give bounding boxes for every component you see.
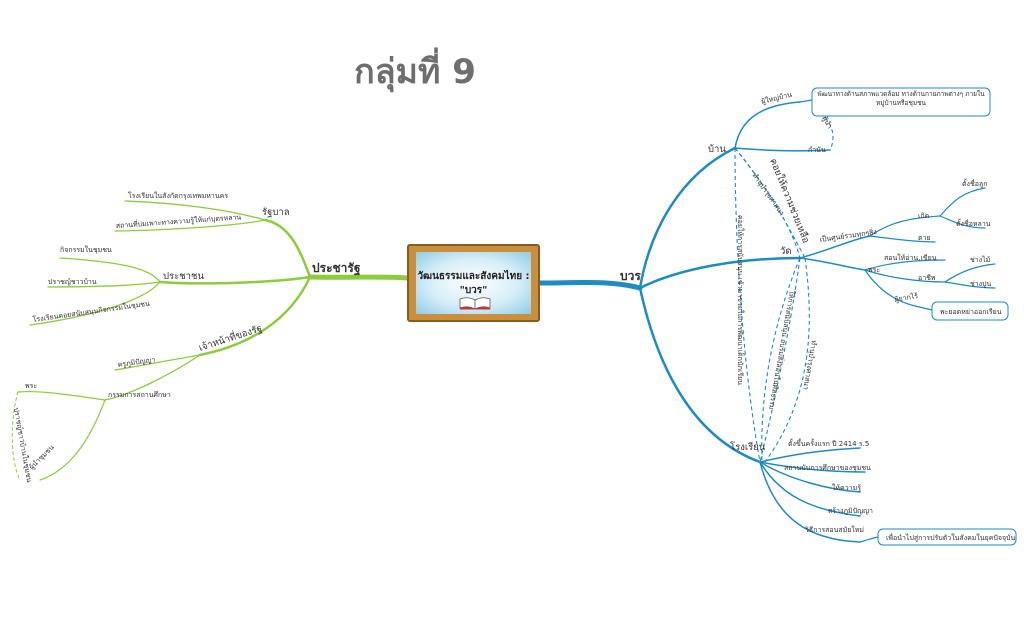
branch-people-line	[158, 275, 312, 285]
lifecycle-1: เกิด	[918, 212, 929, 220]
right-main-connector	[537, 279, 643, 291]
school-item-5: วิธีการสอนสมัยใหม่	[805, 525, 864, 534]
relation-label-5: ทำนุบำรุงศาสนา	[801, 340, 818, 391]
branch-school-line	[638, 286, 762, 464]
monk-item-3: ช่างไม้	[970, 255, 990, 264]
school-item-2: สถานบันการศึกษาของชุมชน	[784, 463, 871, 472]
school-item-1: ตั้งขึ้นครั้งแรก ปี 2414 ร.5	[788, 437, 869, 448]
school-note: เพื่อนำไปสู่การปรับตัวในสังคมในยุคปัจจุบ…	[886, 533, 1015, 542]
branch-government-label: รัฐบาล	[262, 207, 290, 218]
school-note-box	[877, 528, 1017, 546]
center-topic-board: วัฒนธรรมและสังคมไทย : "บวร"	[407, 244, 540, 322]
branch-temple-line	[638, 256, 802, 290]
monk-item-2: อาชีพ	[918, 274, 936, 282]
branch-school-label: โรงเรียน	[730, 441, 766, 453]
home-note-box	[811, 87, 991, 117]
monk-item-1: สอนให้อ่าน,เขียน	[884, 253, 937, 262]
lifecycle-2: ตั้งชื่อลูก	[962, 177, 987, 188]
temple-item-1: เป็นศูนย์รวมทุกๆสิ่ง	[819, 227, 877, 244]
book-icon	[459, 297, 491, 310]
branch-government-line	[263, 218, 312, 279]
government-item-2: สถานที่บ่มเพาะทางความรู้ให้แก่บุตรหลาน	[116, 212, 242, 230]
home-item-2: ผู้นำ	[820, 115, 833, 130]
right-main-label: บวร	[620, 269, 641, 283]
officials-item-2: กรรมการสถานศึกษา	[108, 390, 171, 399]
school-item-4: สร้างภูมิปัญญา	[828, 507, 873, 515]
home-note: พัฒนาทางด้านสภาพแวดล้อม ทางด้านกายภาพต่า…	[817, 90, 985, 107]
page-title: กลุ่มที่ 9	[354, 52, 476, 92]
officials-sub-label: พระ	[25, 382, 37, 390]
left-main-label: ประชารัฐ	[312, 261, 361, 276]
people-item-1: กิจกรรมในชุมชน	[60, 245, 112, 254]
lifecycle-3: ตั้งชื่อหลาน	[956, 217, 991, 228]
monk-item-4: ช่างปูน	[970, 280, 992, 288]
people-item-2: ปราชญ์ชาวบ้าน	[48, 278, 97, 286]
relation-label-3: คอยให้การสนับสนุน เข้ามาช่วยในการพัฒนาเด…	[736, 215, 745, 385]
branch-home-line	[638, 146, 737, 290]
branch-temple-label: วัด	[780, 246, 792, 257]
government-item-1: โรงเรียนในสังกัดกรุงเทพมหานคร	[128, 191, 228, 200]
officials-sub-item-2: ผู้นำชุมชน	[28, 443, 56, 471]
temple-note-box	[931, 301, 1009, 321]
officials-item-1: ครูภูมิปัญญา	[117, 356, 156, 369]
branch-people-label: ประชาชน	[163, 271, 204, 282]
lifecycle-4: ตาย	[918, 234, 931, 242]
people-item-3: โรงเรียนคอยสนับสนุนกิจกรรมในชุมชน	[32, 299, 150, 324]
officials-sub-item-1: ปราชญ์ชาวบ้านในชุมชน	[12, 407, 34, 483]
temple-item-2: พระ	[868, 266, 880, 274]
home-item-3: กำนัน	[808, 146, 826, 154]
center-topic-title: วัฒนธรรมและสังคมไทย : "บวร"	[417, 271, 530, 296]
left-main-connector	[307, 274, 410, 281]
school-item-3: ให้ความรู้	[832, 483, 861, 492]
temple-note: พะยอดหย่าออกเรียน	[940, 308, 1002, 316]
temple-item-3: ผู้ยากไร้	[894, 291, 919, 304]
branch-officials-line	[198, 275, 312, 357]
branch-home-label: บ้าน	[708, 144, 726, 155]
